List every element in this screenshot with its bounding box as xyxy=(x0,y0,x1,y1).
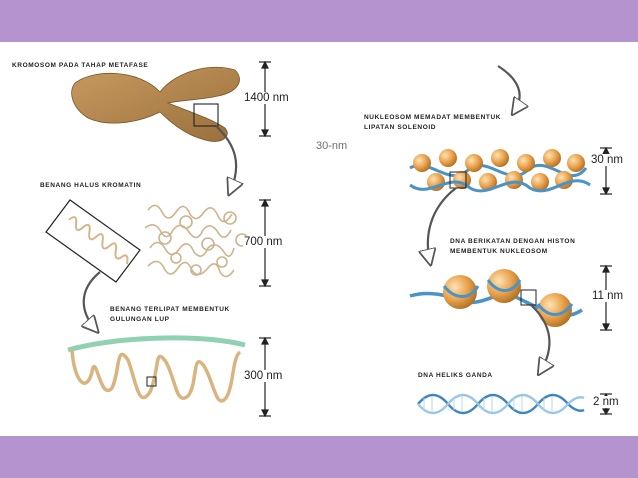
caption-benang-halus: Benang halus kromatin xyxy=(40,182,142,189)
caption-benang-terlipat-2: gulungan lup xyxy=(110,316,170,323)
measure-2nm: 2 nm xyxy=(592,396,620,408)
chromatin-fiber-cluster xyxy=(144,204,249,278)
arrow-3 xyxy=(497,65,520,112)
chromatin-diagram xyxy=(45,60,612,418)
arrow-4 xyxy=(428,187,457,262)
measure-30nm: 30 nm xyxy=(590,154,624,166)
measure-1400nm: 1400 nm xyxy=(243,92,290,104)
caption-nukleosom-1: Nukleosom memadat membentuk xyxy=(364,114,502,121)
caption-dna-histon-2: membentuk nukleosom xyxy=(450,248,548,255)
fiber-zoom-panel xyxy=(45,199,141,283)
zoom-box-solenoid xyxy=(449,171,467,189)
zoom-box-loops xyxy=(146,376,157,387)
arrow-5 xyxy=(531,305,549,372)
metaphase-chromosome xyxy=(71,66,240,142)
solenoid xyxy=(409,149,591,193)
measure-11nm: 11 nm xyxy=(591,290,625,302)
diagram-canvas: Kromosom pada tahap metafase Benang halu… xyxy=(0,42,638,436)
dna-double-helix xyxy=(417,393,585,415)
arrow-1 xyxy=(215,125,236,192)
looped-domains xyxy=(67,335,246,403)
faint-label-30nm: 30-nm xyxy=(316,140,348,152)
zoom-box-nucleosome xyxy=(520,289,537,306)
zoom-box-chromosome xyxy=(193,103,219,127)
measure-700nm: 700 nm xyxy=(243,236,284,248)
caption-dna-heliks: DNA heliks ganda xyxy=(418,372,493,379)
nucleosome-string xyxy=(409,269,583,327)
caption-nukleosom-2: lipatan solenoid xyxy=(364,124,437,131)
caption-kromosom: Kromosom pada tahap metafase xyxy=(12,62,149,69)
caption-dna-histon-1: DNA berikatan dengan histon xyxy=(450,238,576,245)
measure-300nm: 300 nm xyxy=(243,370,284,382)
caption-benang-terlipat-1: Benang terlipat membentuk xyxy=(110,306,230,313)
arrow-2 xyxy=(84,271,101,330)
